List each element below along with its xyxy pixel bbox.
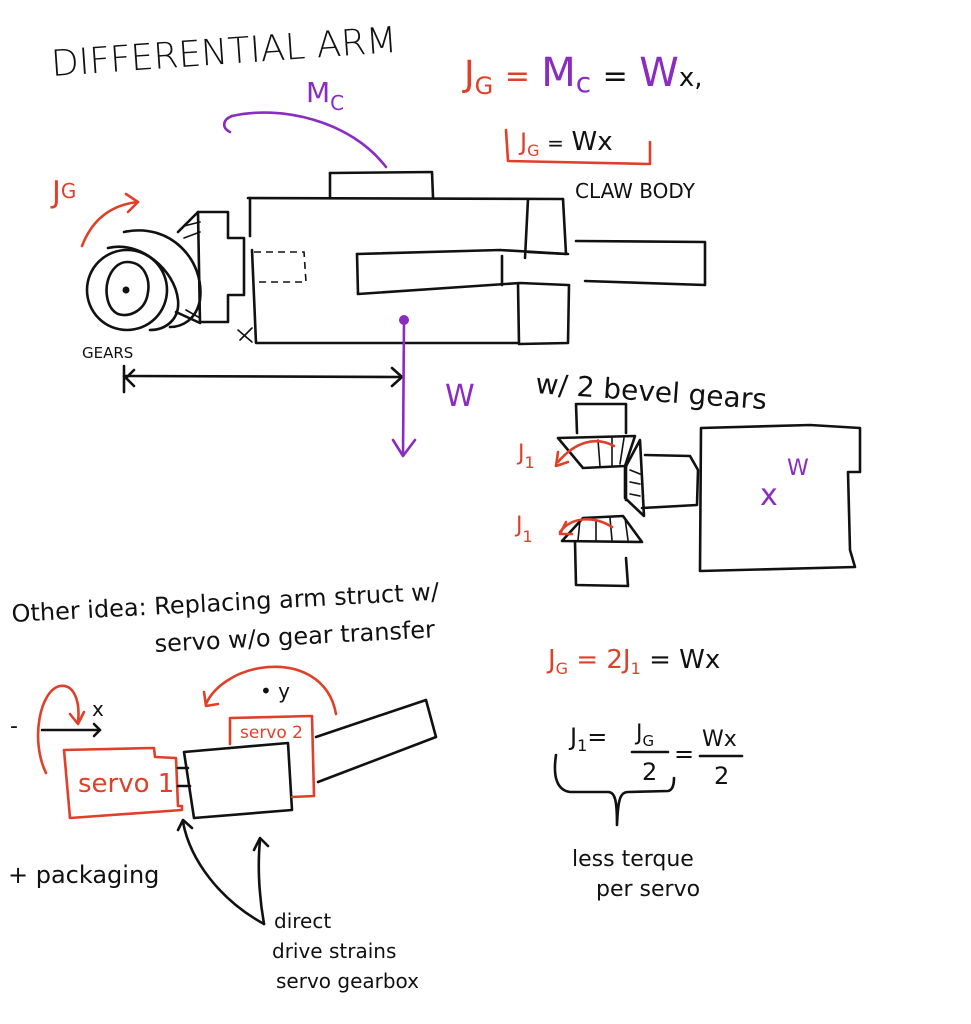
svg-text:2: 2	[714, 762, 729, 790]
svg-text:J1=: J1=	[568, 723, 607, 755]
moment-label: MC	[306, 76, 344, 115]
gear-torque-label: JG	[50, 175, 76, 210]
equation-per-servo: J1= JG 2 = Wx 2 less terque per servo	[553, 721, 744, 902]
axis-y-label: • y	[260, 679, 290, 703]
bevel-torque-bottom: J1	[514, 513, 533, 546]
direct-drive-line3: servo gearbox	[276, 969, 419, 993]
svg-text:=: =	[674, 740, 694, 768]
direct-drive-line1: direct	[274, 909, 331, 933]
svg-text:Wx: Wx	[702, 727, 737, 752]
distance-arrow	[122, 364, 404, 394]
svg-text:JG = 2J1 = Wx: JG = 2J1 = Wx	[546, 645, 720, 681]
bevel-caption: w/ 2 bevel gears	[535, 367, 768, 416]
other-idea-line2: servo w/o gear transfer	[154, 615, 436, 658]
gear-torque-jg: JG	[50, 175, 140, 248]
servo-configuration: - x servo 1 servo 2 • y + packaging dire…	[8, 665, 438, 993]
bevel-torque-top: J1	[516, 441, 535, 472]
bevel-gear-diagram: w/ 2 bevel gears J1 J1 x W	[514, 367, 862, 588]
svg-text:JG = Wx: JG = Wx	[518, 127, 613, 162]
packaging-note: + packaging	[8, 861, 159, 889]
equation-two-servos: JG = 2J1 = Wx	[546, 645, 720, 681]
gears-label: GEARS	[82, 344, 133, 362]
equation-torque-balance: JG = Mc = Wx,	[462, 50, 702, 103]
svg-text:-: -	[10, 714, 18, 739]
other-idea-notes: Other idea: Replacing arm struct w/ serv…	[11, 578, 441, 658]
moment-arrow-mc: MC	[222, 76, 388, 169]
claw-body-label: CLAW BODY	[575, 179, 696, 203]
note-per-servo: per servo	[596, 877, 700, 902]
axis-x-label: x	[92, 697, 104, 721]
bevel-center-mark: x	[760, 478, 778, 513]
claw-body: CLAW BODY	[237, 170, 707, 346]
bevel-weight-label: W	[787, 456, 809, 481]
gears-icon: GEARS	[82, 210, 246, 362]
servo2-label: servo 2	[240, 723, 303, 743]
servo1-label: servo 1	[78, 769, 174, 799]
svg-text:JG: JG	[634, 721, 654, 750]
weight-label: W	[445, 379, 475, 414]
weight-arrow: W	[391, 315, 475, 458]
svg-text:JG = Mc =: JG = Mc = Wx,	[462, 50, 702, 103]
svg-text:2: 2	[642, 758, 657, 786]
note-less-torque: less terque	[572, 847, 694, 872]
page-title: DIFFERENTIAL ARM	[50, 20, 399, 85]
direct-drive-line2: drive strains	[272, 939, 396, 963]
boxed-equation: JG = Wx	[504, 127, 652, 166]
